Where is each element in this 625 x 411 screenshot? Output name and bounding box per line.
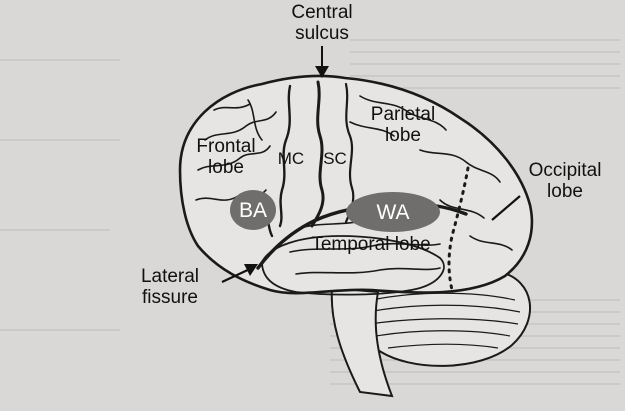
parietal-lobe-text: Parietal lobe <box>368 104 438 146</box>
lateral-fissure-label: Lateral fissure <box>130 266 210 308</box>
lateral-fissure-text: Lateral fissure <box>130 266 210 308</box>
central-sulcus-label: Central sulcus <box>282 2 362 44</box>
wa-label: WA <box>360 202 426 223</box>
temporal-lobe-label: Temporal lobe <box>296 234 446 255</box>
ba-label: BA <box>230 200 276 221</box>
central-sulcus-text: Central sulcus <box>282 2 362 44</box>
sc-label: SC <box>318 148 352 169</box>
parietal-lobe-label: Parietal lobe <box>368 104 438 146</box>
occipital-lobe-text: Occipital lobe <box>520 160 610 202</box>
occipital-lobe-label: Occipital lobe <box>520 160 610 202</box>
frontal-lobe-label: Frontal lobe <box>186 136 266 178</box>
mc-label: MC <box>274 148 308 169</box>
central-sulcus-arrow <box>315 46 329 78</box>
frontal-lobe-text: Frontal lobe <box>186 136 266 178</box>
